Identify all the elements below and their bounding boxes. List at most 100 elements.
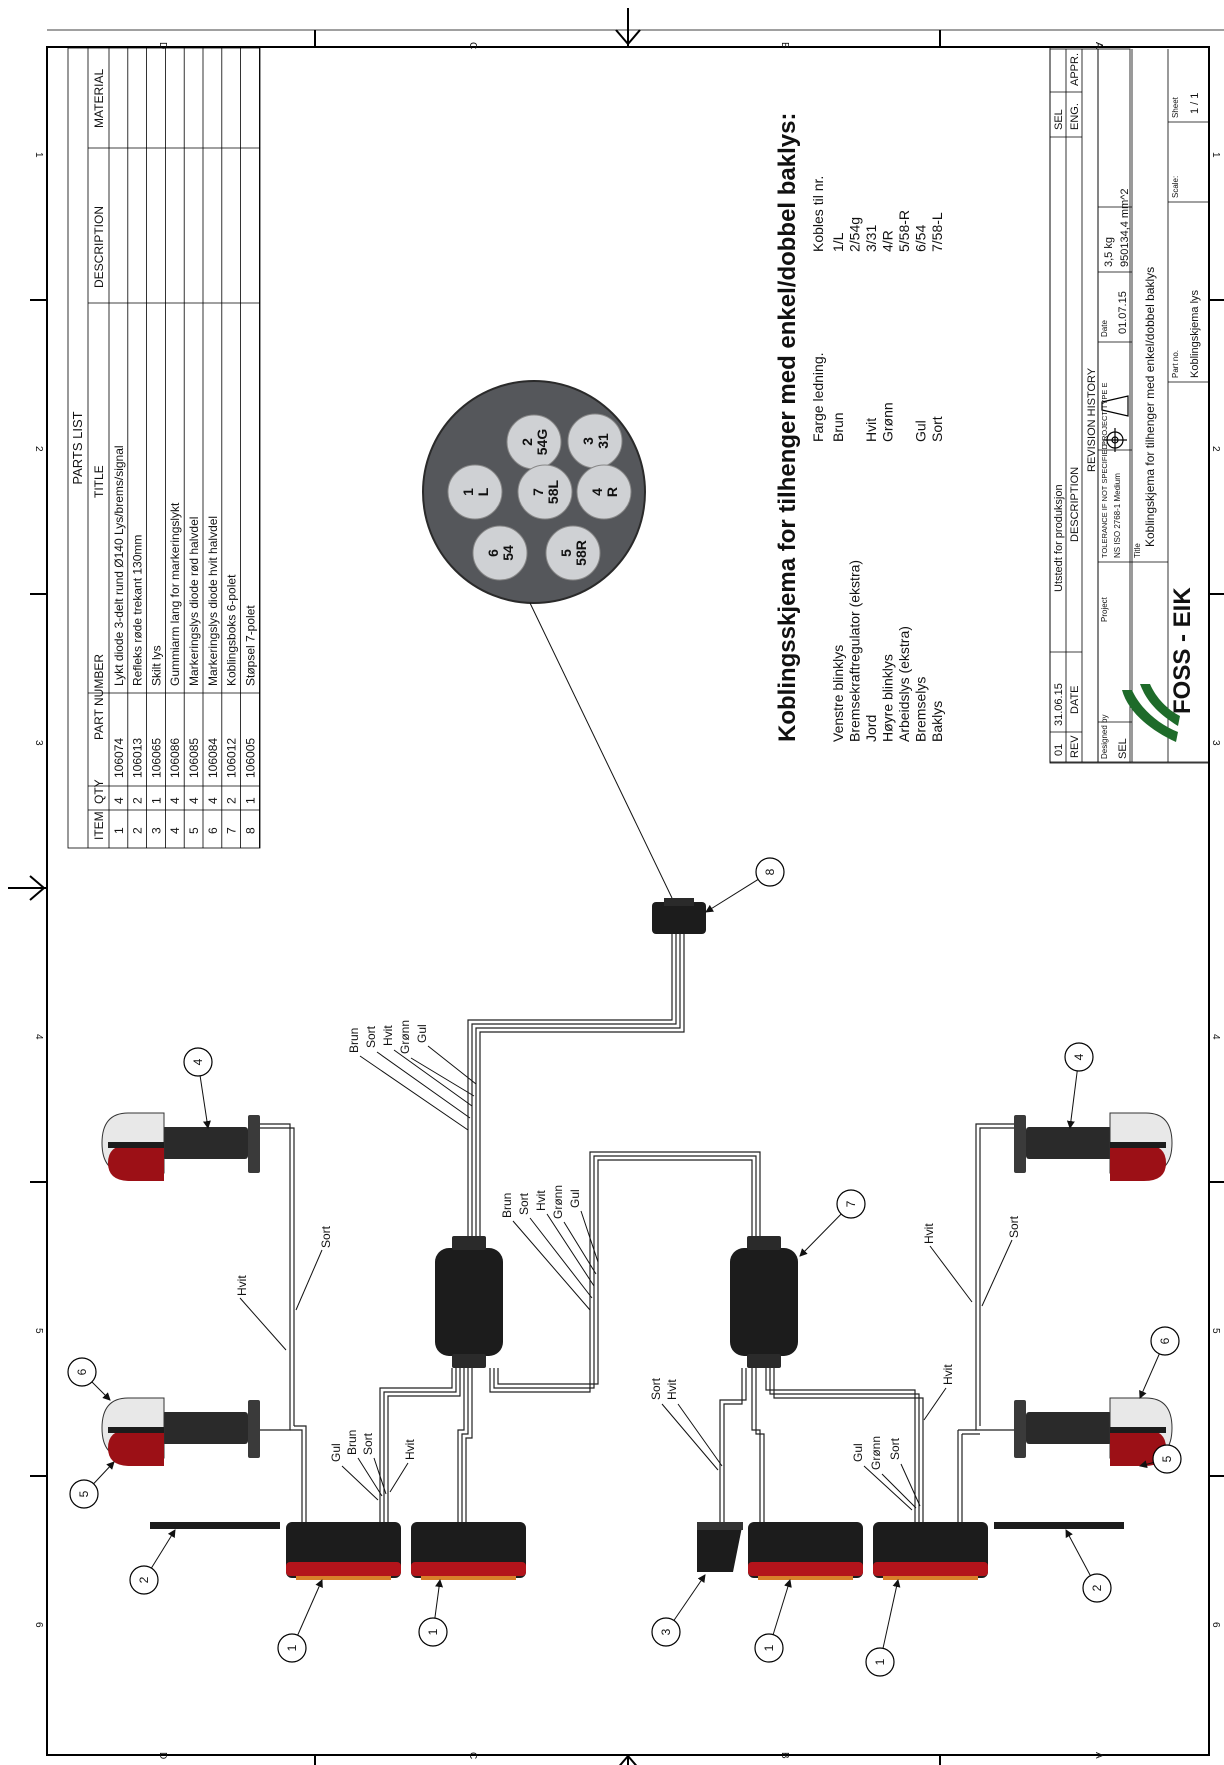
wire-label: Brun (500, 1193, 514, 1218)
wire-label: Sort (364, 1025, 378, 1048)
wire-label: Hvit (381, 1025, 395, 1046)
parts-list-cell: Støpsel 7-polet (243, 605, 257, 686)
zone-letter: A (1093, 42, 1104, 49)
zone-number: 1 (1210, 152, 1221, 158)
project-label: Project (1100, 596, 1109, 622)
parts-list-header-cell: ITEM (92, 811, 106, 840)
marker-light-mid-right (1014, 1397, 1173, 1466)
parts-list-cell: Skilt lys (149, 645, 163, 686)
parts-list-cell: 106084 (206, 738, 220, 778)
plug-pin-label: 758L (530, 479, 561, 504)
reflector-right (994, 1522, 1124, 1529)
zone-number: 2 (1210, 446, 1221, 452)
wire-label: Hvit (235, 1275, 249, 1296)
rev-number: 01 (1053, 744, 1065, 756)
parts-list-cell: 1 (149, 797, 163, 804)
item-balloon: 3 (651, 1574, 706, 1647)
parts-list-cell: Markeringslys diode rød halvdel (187, 517, 201, 686)
parts-list-title: PARTS LIST (70, 411, 85, 484)
wire-label: Hvit (941, 1364, 955, 1385)
centering-marks (8, 8, 641, 1765)
zone-letter: D (157, 1752, 168, 1759)
wiring-function: Venstre blinklys (830, 645, 846, 742)
tolerance-label: TOLERANCE IF NOT SPECIFIED: (1100, 442, 1109, 558)
junction-box-left (435, 1236, 503, 1368)
rear-lamp-left-inner (411, 1522, 526, 1580)
scale-label: Scale: (1171, 176, 1180, 198)
part-no-label: Part no. (1171, 350, 1180, 378)
balloon-number: 1 (426, 1628, 440, 1635)
plug-pin-label: 331 (580, 433, 611, 449)
wire-harness (260, 934, 1014, 1522)
balloon-number: 3 (659, 1628, 673, 1635)
marker-light-mid-left (101, 1397, 260, 1466)
wire-label: Gul (415, 1024, 429, 1043)
border-ticks (30, 30, 1224, 1765)
projection-symbol-icon (1101, 395, 1129, 452)
item-balloon: 2 (1065, 1529, 1112, 1603)
reflector-left (150, 1522, 280, 1529)
balloon-number: 1 (285, 1644, 299, 1651)
parts-list-cell: 1 (243, 797, 257, 804)
wiring-function: Bremselys (913, 677, 929, 742)
license-plate-light (697, 1522, 743, 1572)
zone-letter: B (779, 1752, 790, 1759)
parts-list-cell: Lykt diode 3-delt rund Ø140 Lys/brems/si… (112, 445, 126, 686)
wire-labels-mid-bundle: Brun Sort Hvit Grønn Gul (500, 1185, 599, 1311)
mass-value: 3,5 kg (1103, 237, 1115, 267)
parts-list-cell: 2 (131, 797, 145, 804)
zone-letter: A (1093, 42, 1104, 49)
sheet-label: Sheet (1171, 96, 1180, 118)
title-block: 01 31.06.15 Utstedt for produksjon SEL R… (1049, 42, 1210, 764)
zone-number: 1 (33, 152, 44, 158)
wire-label: Sort (649, 1377, 663, 1400)
wiring-pin: 6/54 (913, 225, 929, 252)
wiring-function: Arbeidslys (ekstra) (896, 626, 912, 742)
date-label: Date (1100, 320, 1109, 337)
tolerance-value: NS ISO 2768-1 Medium (1113, 473, 1122, 558)
zone-numbers-right: 1 2 3 4 5 6 (1210, 152, 1221, 1628)
wire-label: Brun (347, 1028, 361, 1053)
zone-numbers-left: 1 2 3 4 5 6 (33, 152, 44, 1628)
plug-pin-label: 654 (485, 545, 516, 561)
balloon-number: 6 (1158, 1337, 1172, 1344)
parts-list-header-cell: TITLE (92, 465, 106, 498)
item-balloon: 4 (1064, 1042, 1094, 1129)
wiring-pin: 1/L (830, 232, 846, 252)
parts-list-cell: 4 (168, 797, 182, 804)
parts-list-cell: 106074 (112, 738, 126, 778)
parts-list-header-cell: QTY (92, 779, 106, 804)
wire-label: Sort (319, 1225, 333, 1248)
rev-header-date: DATE (1069, 685, 1081, 714)
balloon-number: 1 (762, 1644, 776, 1651)
wire-label: Hvit (665, 1379, 679, 1400)
plug-pin: 654 (472, 525, 528, 581)
plug-pin: 1L (447, 464, 503, 520)
sheet-value: 1 / 1 (1189, 93, 1201, 114)
wiring-pin: 2/54g (847, 217, 863, 252)
zone-letter: C (467, 42, 478, 49)
zone-number: 5 (33, 1328, 44, 1334)
designed-by-label: Designed by (1100, 715, 1109, 759)
foss-eik-logo-icon (1122, 684, 1180, 742)
wire-labels-left-marker: Hvit Sort (235, 1225, 333, 1351)
parts-list-cell: 7 (225, 827, 239, 834)
zone-letters-top: D C B A (157, 42, 1104, 49)
zone-number: 6 (1210, 1622, 1221, 1628)
wire-label: Sort (888, 1437, 902, 1460)
parts-list-cell: 4 (168, 827, 182, 834)
parts-list-cell: 4 (112, 797, 126, 804)
wire-labels-right-marker: Hvit Sort (922, 1215, 1021, 1307)
rev-date: 31.06.15 (1053, 683, 1065, 726)
balloon-number: 7 (844, 1200, 858, 1207)
parts-list-cell: Koblingsboks 6-polet (225, 574, 239, 686)
zone-letter: B (779, 42, 790, 49)
plug-pin: 558R (545, 525, 601, 581)
drawing-title: Koblingskjema for tilhenger med enkel/do… (1143, 267, 1157, 547)
wire-label: Grønn (551, 1185, 565, 1219)
rev-description: Utstedt for produksjon (1053, 484, 1065, 592)
